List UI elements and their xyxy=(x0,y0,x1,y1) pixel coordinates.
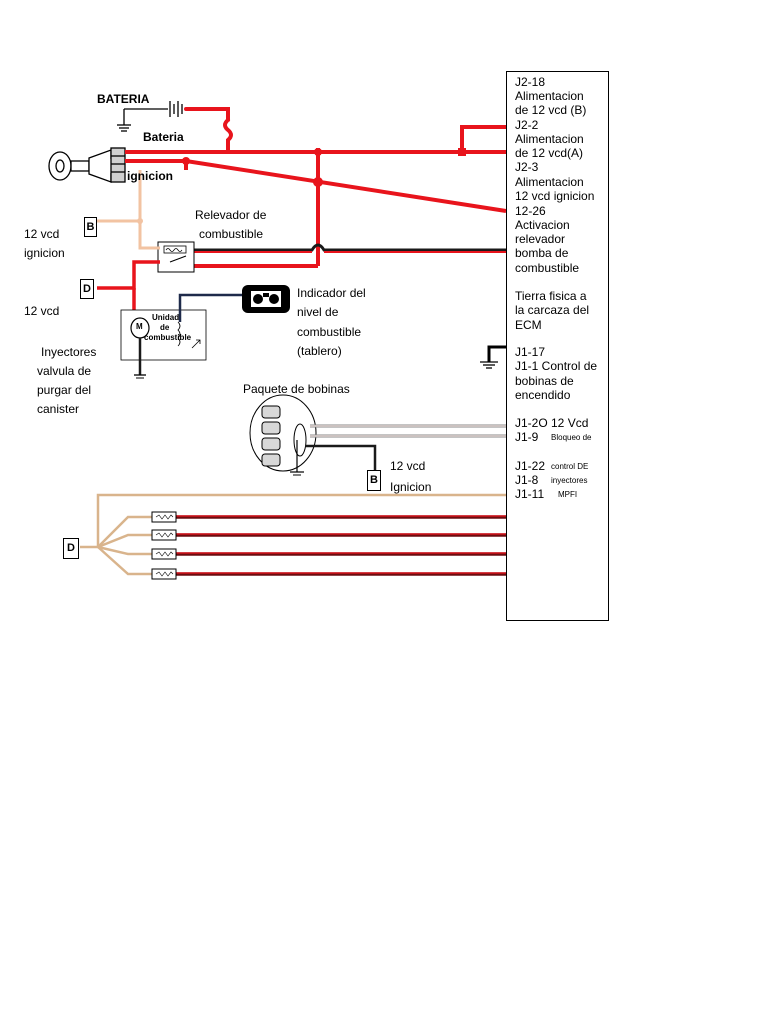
coil-signal-wires xyxy=(310,424,506,438)
vcd-ignition-label-2: ignicion xyxy=(24,246,65,260)
injector-tan-wires xyxy=(80,493,506,576)
ecm-j1-22: J1-22 xyxy=(515,459,546,473)
connector-b-coil: B xyxy=(367,470,381,491)
connector-d-feed: D xyxy=(80,279,94,299)
ecm-act-4: combustible xyxy=(515,261,580,275)
ecm-inyectores: inyectores xyxy=(551,476,588,485)
ignition-label: ignicion xyxy=(127,169,173,183)
ecm-act-2: relevador xyxy=(515,232,566,246)
ecm-alim-b-1: Alimentacion xyxy=(515,89,584,103)
coil-ignition-wire xyxy=(306,444,377,470)
injectors-label-3: purgar del xyxy=(37,383,92,397)
gauge-label-4: (tablero) xyxy=(297,344,342,358)
coil-vcd-label-2: Ignicion xyxy=(390,480,432,494)
ecm-module xyxy=(506,71,609,621)
injector-output-wire-highlights xyxy=(176,515,506,574)
battery-label: Bateria xyxy=(143,130,184,144)
gauge-label-2: nivel de xyxy=(297,305,339,319)
ecm-j1-1-control: J1-1 Control de xyxy=(515,359,598,373)
fuel-relay-icon xyxy=(157,241,195,273)
gauge-navy-wire xyxy=(178,293,244,322)
ecm-alim-ign-2: 12 vcd ignicion xyxy=(515,189,595,203)
relay-activation-wire xyxy=(194,243,506,252)
ecm-control-de: control DE xyxy=(551,462,589,471)
ecm-j1-9: J1-9 xyxy=(515,430,539,444)
coil-pack-label: Paquete de bobinas xyxy=(243,382,350,396)
ecm-act-3: bomba de xyxy=(515,246,569,260)
ecm-act-1: Activacion xyxy=(515,218,570,232)
coil-pack-icon xyxy=(249,394,317,476)
ecm-alim-b-2: de 12 vcd (B) xyxy=(515,103,587,117)
injectors-label-1: Inyectores xyxy=(41,345,97,359)
relay-label-2: combustible xyxy=(199,227,264,241)
connector-b-ignition: B xyxy=(84,217,97,237)
ecm-j2-3: J2-3 xyxy=(515,160,539,174)
ecm-encendido: encendido xyxy=(515,388,571,402)
injector-output-wires xyxy=(176,515,506,576)
ecm-j2-2: J2-2 xyxy=(515,118,539,132)
injectors-label-4: canister xyxy=(37,402,80,416)
vcd-ignition-label-1: 12 vcd xyxy=(24,227,60,241)
fuel-unit-label-1: Unidad xyxy=(152,313,180,322)
ecm-12-26: 12-26 xyxy=(515,204,546,218)
ecm-bloqueo: Bloqueo de xyxy=(551,433,592,442)
relay-label-1: Relevador de xyxy=(195,208,267,222)
fuel-unit-label-3: combustible xyxy=(144,333,192,342)
gauge-label-3: combustible xyxy=(297,325,362,339)
battery-caps-label: BATERIA xyxy=(97,92,150,106)
battery-wire xyxy=(184,107,233,152)
injector-icon xyxy=(151,511,177,580)
ecm-j1-20: J1-2O 12 Vcd xyxy=(515,416,589,430)
ecm-mpfi: MPFI xyxy=(558,490,578,499)
fuel-unit-icon xyxy=(120,309,207,379)
peach-junction xyxy=(137,218,143,224)
ecm-j2-18: J2-18 xyxy=(515,75,546,89)
injector-icon-detail xyxy=(155,514,174,577)
injectors-label-2: valvula de xyxy=(37,364,92,378)
fuel-pump-motor-symbol: M xyxy=(136,322,143,331)
ignition-key-icon xyxy=(48,147,126,183)
peach-b-wire xyxy=(97,170,160,250)
ecm-j1-8: J1-8 xyxy=(515,473,539,487)
connector-d-injectors: D xyxy=(63,538,79,559)
junction-dots xyxy=(182,148,466,187)
ecm-tierra-1: Tierra fisica a xyxy=(515,289,587,303)
ecm-alim-a-2: de 12 vcd(A) xyxy=(515,146,584,160)
coil-vcd-label-1: 12 vcd xyxy=(390,459,426,473)
fuel-unit-label-2: de xyxy=(160,323,170,332)
ecm-j1-17: J1-17 xyxy=(515,345,546,359)
battery-icon xyxy=(117,101,183,132)
coil-signal-wires-core xyxy=(310,425,506,437)
ecm-j1-11: J1-11 xyxy=(515,487,545,501)
vcd-label: 12 vcd xyxy=(24,304,60,318)
ecm-alim-a-1: Alimentacion xyxy=(515,132,584,146)
ecm-ground-icon xyxy=(480,345,506,369)
ecm-tierra-3: ECM xyxy=(515,318,542,332)
ecm-tierra-2: la carcaza del xyxy=(515,303,590,317)
gauge-label-1: Indicador del xyxy=(297,286,366,300)
ecm-alim-ign-1: Alimentacion xyxy=(515,175,584,189)
ecm-bobinas-de: bobinas de xyxy=(515,374,574,388)
fuel-gauge-icon xyxy=(242,285,290,313)
